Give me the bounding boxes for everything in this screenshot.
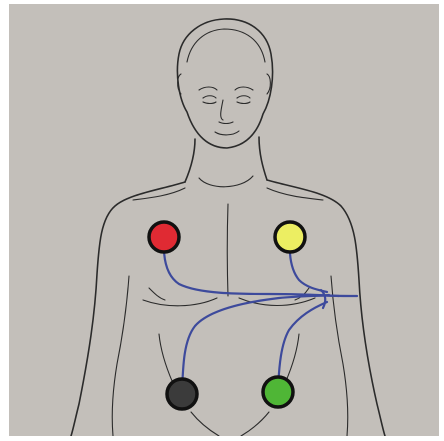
ecg-placement-diagram <box>9 4 439 436</box>
electrode-right-arm <box>149 222 179 252</box>
electrode-left-leg <box>263 377 293 407</box>
lead-wire-trunk <box>309 295 357 296</box>
background <box>9 4 439 436</box>
diagram-panel <box>9 4 439 436</box>
electrode-right-leg <box>167 379 197 409</box>
electrode-left-arm <box>275 222 305 252</box>
